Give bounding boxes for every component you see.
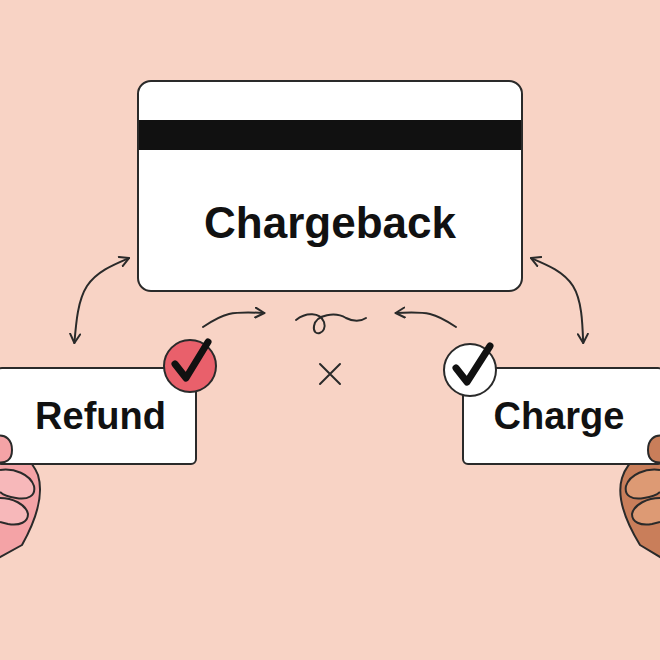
curved-arrow <box>531 258 583 343</box>
node-label: Refund <box>35 395 166 438</box>
curved-arrow <box>203 312 264 327</box>
process-box: Refund <box>0 367 197 465</box>
node-label: Charge <box>494 395 625 438</box>
node-label: Chargeback <box>204 198 456 248</box>
loop-symbol <box>296 314 366 384</box>
cross-mark <box>320 364 340 384</box>
process-box: Charge <box>462 367 660 465</box>
curved-arrow <box>396 312 456 327</box>
curved-arrow <box>74 258 129 343</box>
card-box: Chargeback <box>137 80 523 292</box>
